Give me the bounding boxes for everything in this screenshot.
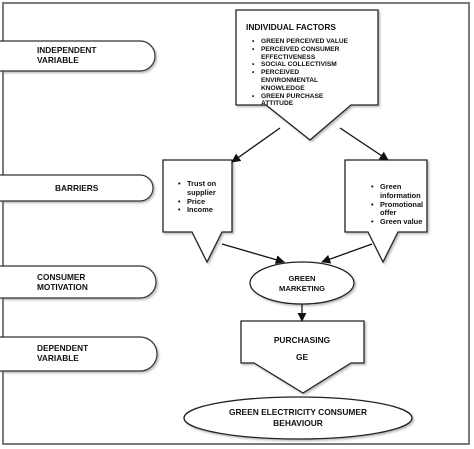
arrow-factors-to-right-barriers — [339, 127, 389, 161]
barrier-item: Green information — [371, 182, 431, 201]
outcome-ellipse — [183, 396, 413, 440]
arrow-right-barriers-to-marketing — [321, 243, 373, 264]
individual-factors-list: GREEN PERCEIVED VALUE PERCEIVED CONSUMER… — [252, 38, 378, 108]
purchasing-label: PURCHASING — [273, 335, 331, 345]
barrier-item: Green value — [371, 217, 431, 227]
label-barriers: BARRIERS — [55, 183, 99, 193]
purchasing-shape — [240, 320, 365, 394]
outcome-label: GREEN ELECTRICITY CONSUMER BEHAVIOUR — [228, 407, 368, 428]
barrier-item: Price — [178, 197, 234, 207]
factor-item: PERCEIVED ENVIRONMENTAL KNOWLEDGE — [252, 69, 378, 92]
label-independent-variable: INDEPENDENT VARIABLE — [37, 45, 97, 65]
tab-barriers — [0, 174, 154, 202]
factor-item: PERCEIVED CONSUMER EFFECTIVENESS — [252, 46, 378, 62]
label-consumer-motivation: CONSUMER MOTIVATION — [37, 272, 88, 292]
barriers-right-list: Green information Promotional offer Gree… — [371, 182, 431, 227]
arrow-factors-to-left-barriers — [231, 127, 281, 163]
tab-consumer-motivation — [0, 265, 157, 299]
individual-factors-title: INDIVIDUAL FACTORS — [246, 22, 336, 32]
outer-frame — [2, 2, 470, 445]
barrier-item: Trust on supplier — [178, 179, 234, 198]
barrier-item: Promotional offer — [371, 200, 431, 219]
factor-item: GREEN PERCEIVED VALUE — [252, 38, 378, 46]
barriers-left-list: Trust on supplier Price Income — [178, 179, 234, 215]
label-dependent-variable: DEPENDENT VARIABLE — [37, 343, 89, 363]
tab-dependent-variable — [0, 336, 158, 372]
ge-label: GE — [295, 352, 309, 362]
arrow-left-barriers-to-marketing — [221, 243, 285, 265]
tab-independent-variable — [0, 40, 156, 72]
factor-item: SOCIAL COLLECTIVISM — [252, 61, 378, 69]
barrier-item: Income — [178, 206, 234, 215]
green-marketing-label: GREEN MARKETING — [279, 274, 325, 293]
factor-item: GREEN PURCHASE ATTITUDE — [252, 93, 378, 109]
